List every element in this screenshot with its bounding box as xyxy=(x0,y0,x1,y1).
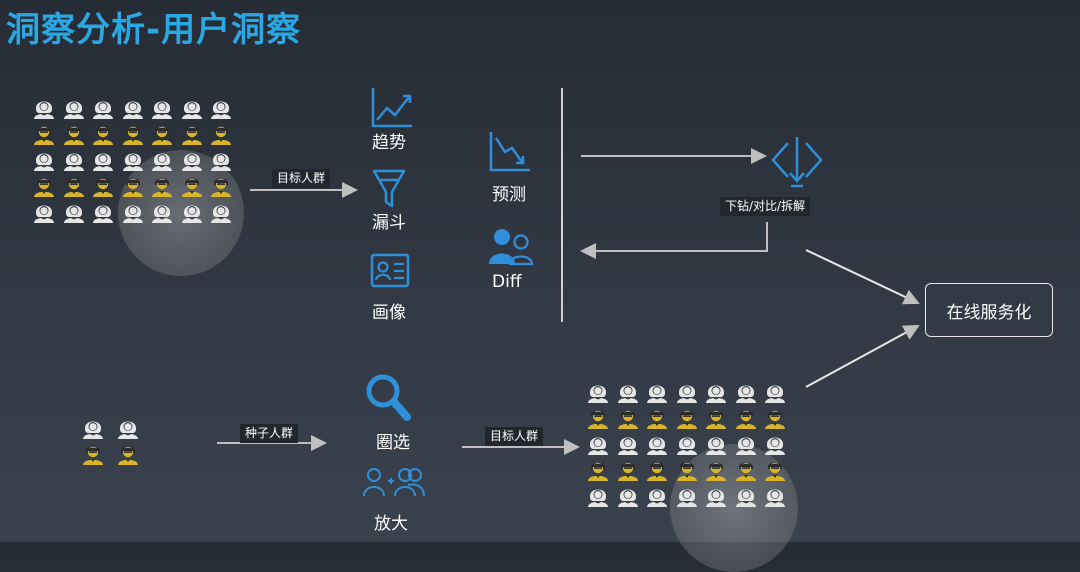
flow-arrows xyxy=(0,0,1080,542)
tool-label-trend: 趋势 xyxy=(372,128,406,153)
arrow-drill-to-service xyxy=(806,250,918,303)
tool-label-diff: Diff xyxy=(492,272,522,292)
tool-label-select: 圈选 xyxy=(376,428,410,453)
arrow-from-drill xyxy=(582,222,767,251)
magnifier-icon xyxy=(364,372,412,424)
trend-chart-icon xyxy=(370,86,414,130)
tag-target-group-top: 目标人群 xyxy=(272,169,330,188)
tag-seed-group: 种子人群 xyxy=(240,424,298,443)
users-compare-icon xyxy=(488,226,534,268)
profile-card-icon xyxy=(370,253,410,289)
user-plus-group-icon xyxy=(362,466,426,498)
tag-target-group-bottom: 目标人群 xyxy=(485,427,543,446)
tool-label-profile: 画像 xyxy=(372,298,406,323)
tool-label-funnel: 漏斗 xyxy=(372,208,406,233)
tool-label-predict: 预测 xyxy=(492,180,526,205)
decline-chart-icon xyxy=(488,130,532,174)
online-service-box: 在线服务化 xyxy=(925,283,1053,337)
drill-down-diamond-icon xyxy=(770,135,824,189)
funnel-icon xyxy=(372,168,406,208)
arrow-bottom-to-service xyxy=(806,326,918,387)
tool-label-expand: 放大 xyxy=(374,509,408,534)
tag-drill: 下钻/对比/拆解 xyxy=(720,197,810,216)
